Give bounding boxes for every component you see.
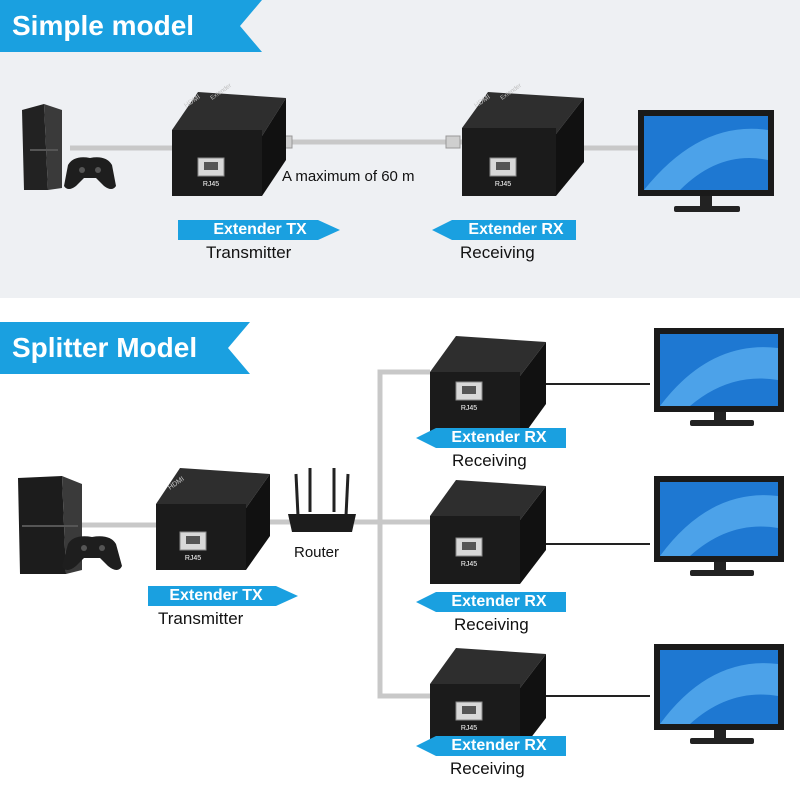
left-arrow-icon xyxy=(432,220,576,240)
simple-model-title: Simple model xyxy=(0,0,240,52)
gamepad-icon xyxy=(62,536,122,570)
extender-tx-device: RJ45 HDMI Extender xyxy=(172,83,286,196)
port-label: RJ45 xyxy=(461,725,477,732)
router-label: Router xyxy=(294,544,340,561)
splitter-model-title: Splitter Model xyxy=(0,322,228,374)
splitter-banner-tail-icon xyxy=(220,322,250,374)
rx-caption-1: Receiving xyxy=(452,451,527,470)
splitter-model-section: Splitter Model RJ45 HDMI xyxy=(0,300,800,800)
splitter-network-trunk xyxy=(377,369,430,699)
right-arrow-icon xyxy=(148,586,298,606)
extender-tx-device: RJ45 HDMI xyxy=(156,468,270,570)
rx-caption-2: Receiving xyxy=(454,615,529,634)
rx-badge-3: Extender RX xyxy=(451,737,547,754)
gamepad-icon xyxy=(64,157,116,189)
router-icon xyxy=(288,468,356,532)
tx-badge: Extender TX xyxy=(169,587,263,604)
rx-caption: Receiving xyxy=(460,243,535,262)
monitor-icon xyxy=(638,110,774,212)
game-console-icon xyxy=(22,104,62,190)
port-label: RJ45 xyxy=(203,181,219,188)
extender-rx-device-2: RJ45 xyxy=(430,480,546,584)
simple-model-section: Simple model RJ45 HDMI Extender xyxy=(0,0,800,298)
left-arrow-icon xyxy=(416,736,566,756)
distance-note: A maximum of 60 m xyxy=(282,168,415,185)
rj45-plug-icon xyxy=(445,135,461,149)
tx-caption: Transmitter xyxy=(158,609,244,628)
simple-model-diagram: RJ45 HDMI Extender RJ45 HDMI Extender xyxy=(22,83,774,240)
port-label: RJ45 xyxy=(495,181,511,188)
splitter-model-diagram: RJ45 HDMI RJ45 RJ45 xyxy=(18,328,784,756)
tx-badge: Extender TX xyxy=(213,221,307,238)
rx-badge-1: Extender RX xyxy=(451,429,547,446)
rx-caption-3: Receiving xyxy=(450,759,525,778)
port-label: RJ45 xyxy=(185,555,201,562)
left-arrow-icon xyxy=(416,428,566,448)
extender-rx-device: RJ45 HDMI Extender xyxy=(462,83,584,196)
port-label: RJ45 xyxy=(461,561,477,568)
monitor-icon xyxy=(654,328,784,426)
right-arrow-icon xyxy=(178,220,340,240)
port-label: RJ45 xyxy=(461,405,477,412)
rx-badge-2: Extender RX xyxy=(451,593,547,610)
simple-banner-tail-icon xyxy=(232,0,262,52)
monitor-icon xyxy=(654,476,784,576)
left-arrow-icon xyxy=(416,592,566,612)
rx-badge: Extender RX xyxy=(468,221,564,238)
monitor-icon xyxy=(654,644,784,744)
tx-caption: Transmitter xyxy=(206,243,292,262)
